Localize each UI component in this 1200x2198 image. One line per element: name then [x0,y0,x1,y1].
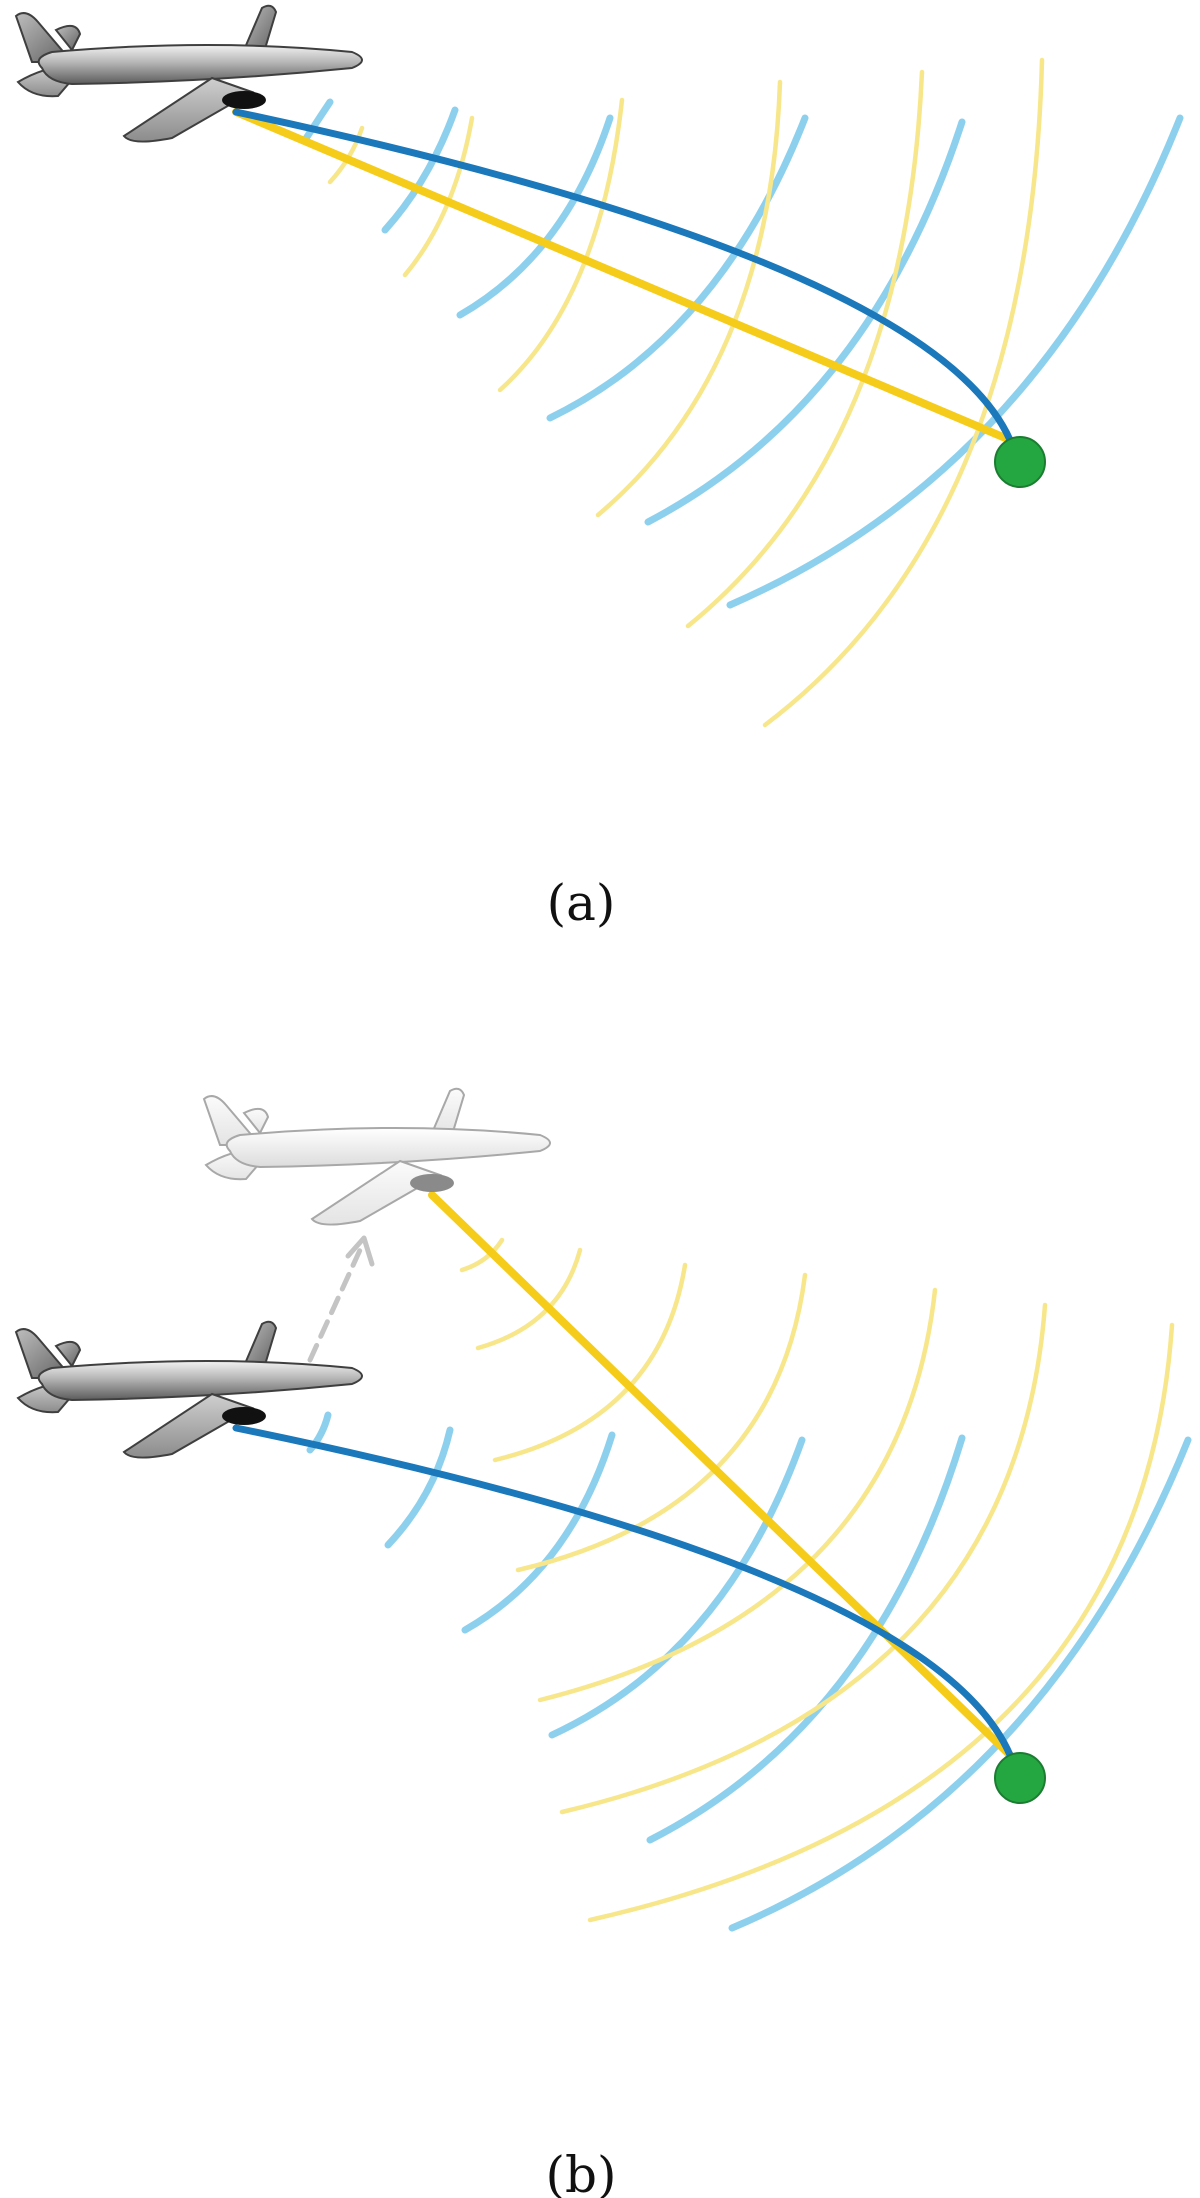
wavefront-blue-1 [301,98,334,144]
wavefront-yellow-2 [402,115,475,278]
receiver-dot-icon [994,1752,1046,1804]
wavefront-yellow-1 [459,1237,505,1273]
wavefront-yellow-3 [492,1262,688,1463]
arrow-head [345,1235,375,1267]
direct-path-yellow [232,108,1014,444]
wavefront-yellow-2 [475,1247,583,1351]
blue-wavefronts [306,1411,1192,1932]
receiver-dot-icon [994,436,1046,488]
wavefront-blue-3 [461,1431,616,1634]
refracted-path-blue [232,108,1014,444]
wavefront-yellow-7 [587,1322,1175,1923]
panel-a-caption: (a) [547,874,616,932]
wavefront-yellow-6 [762,57,1045,728]
wavefront-yellow-3 [497,97,625,393]
wavefront-blue-6 [726,114,1184,609]
yellow-wavefronts [327,57,1045,728]
yellow-wavefronts [459,1237,1175,1923]
wavefront-blue-2 [381,106,459,234]
direct-path-yellow [428,1191,1014,1759]
wavefront-yellow-5 [537,1287,938,1703]
aircraft-ghost-icon [203,1087,551,1226]
wavefront-yellow-6 [559,1302,1048,1815]
wavefront-blue-4 [548,1436,806,1739]
panel-b-caption: (b) [545,2146,616,2198]
wavefront-blue-2 [384,1426,454,1549]
wavefront-blue-5 [644,118,966,526]
blue-wavefronts [301,98,1184,609]
refracted-path-blue [232,1424,1014,1759]
wavefront-blue-3 [456,114,614,319]
panel-b: (b) [15,1087,1192,2198]
wavefront-yellow-4 [515,1272,808,1573]
panel-a: (a) [15,4,1184,932]
dashed-arrow-icon [307,1247,363,1363]
wavefront-yellow-4 [595,79,783,518]
wavefront-yellow-5 [685,69,925,629]
aircraft-icon [15,4,363,143]
wavefront-blue-4 [546,114,809,422]
wavefront-blue-5 [646,1434,966,1844]
aircraft-icon [15,1320,363,1459]
